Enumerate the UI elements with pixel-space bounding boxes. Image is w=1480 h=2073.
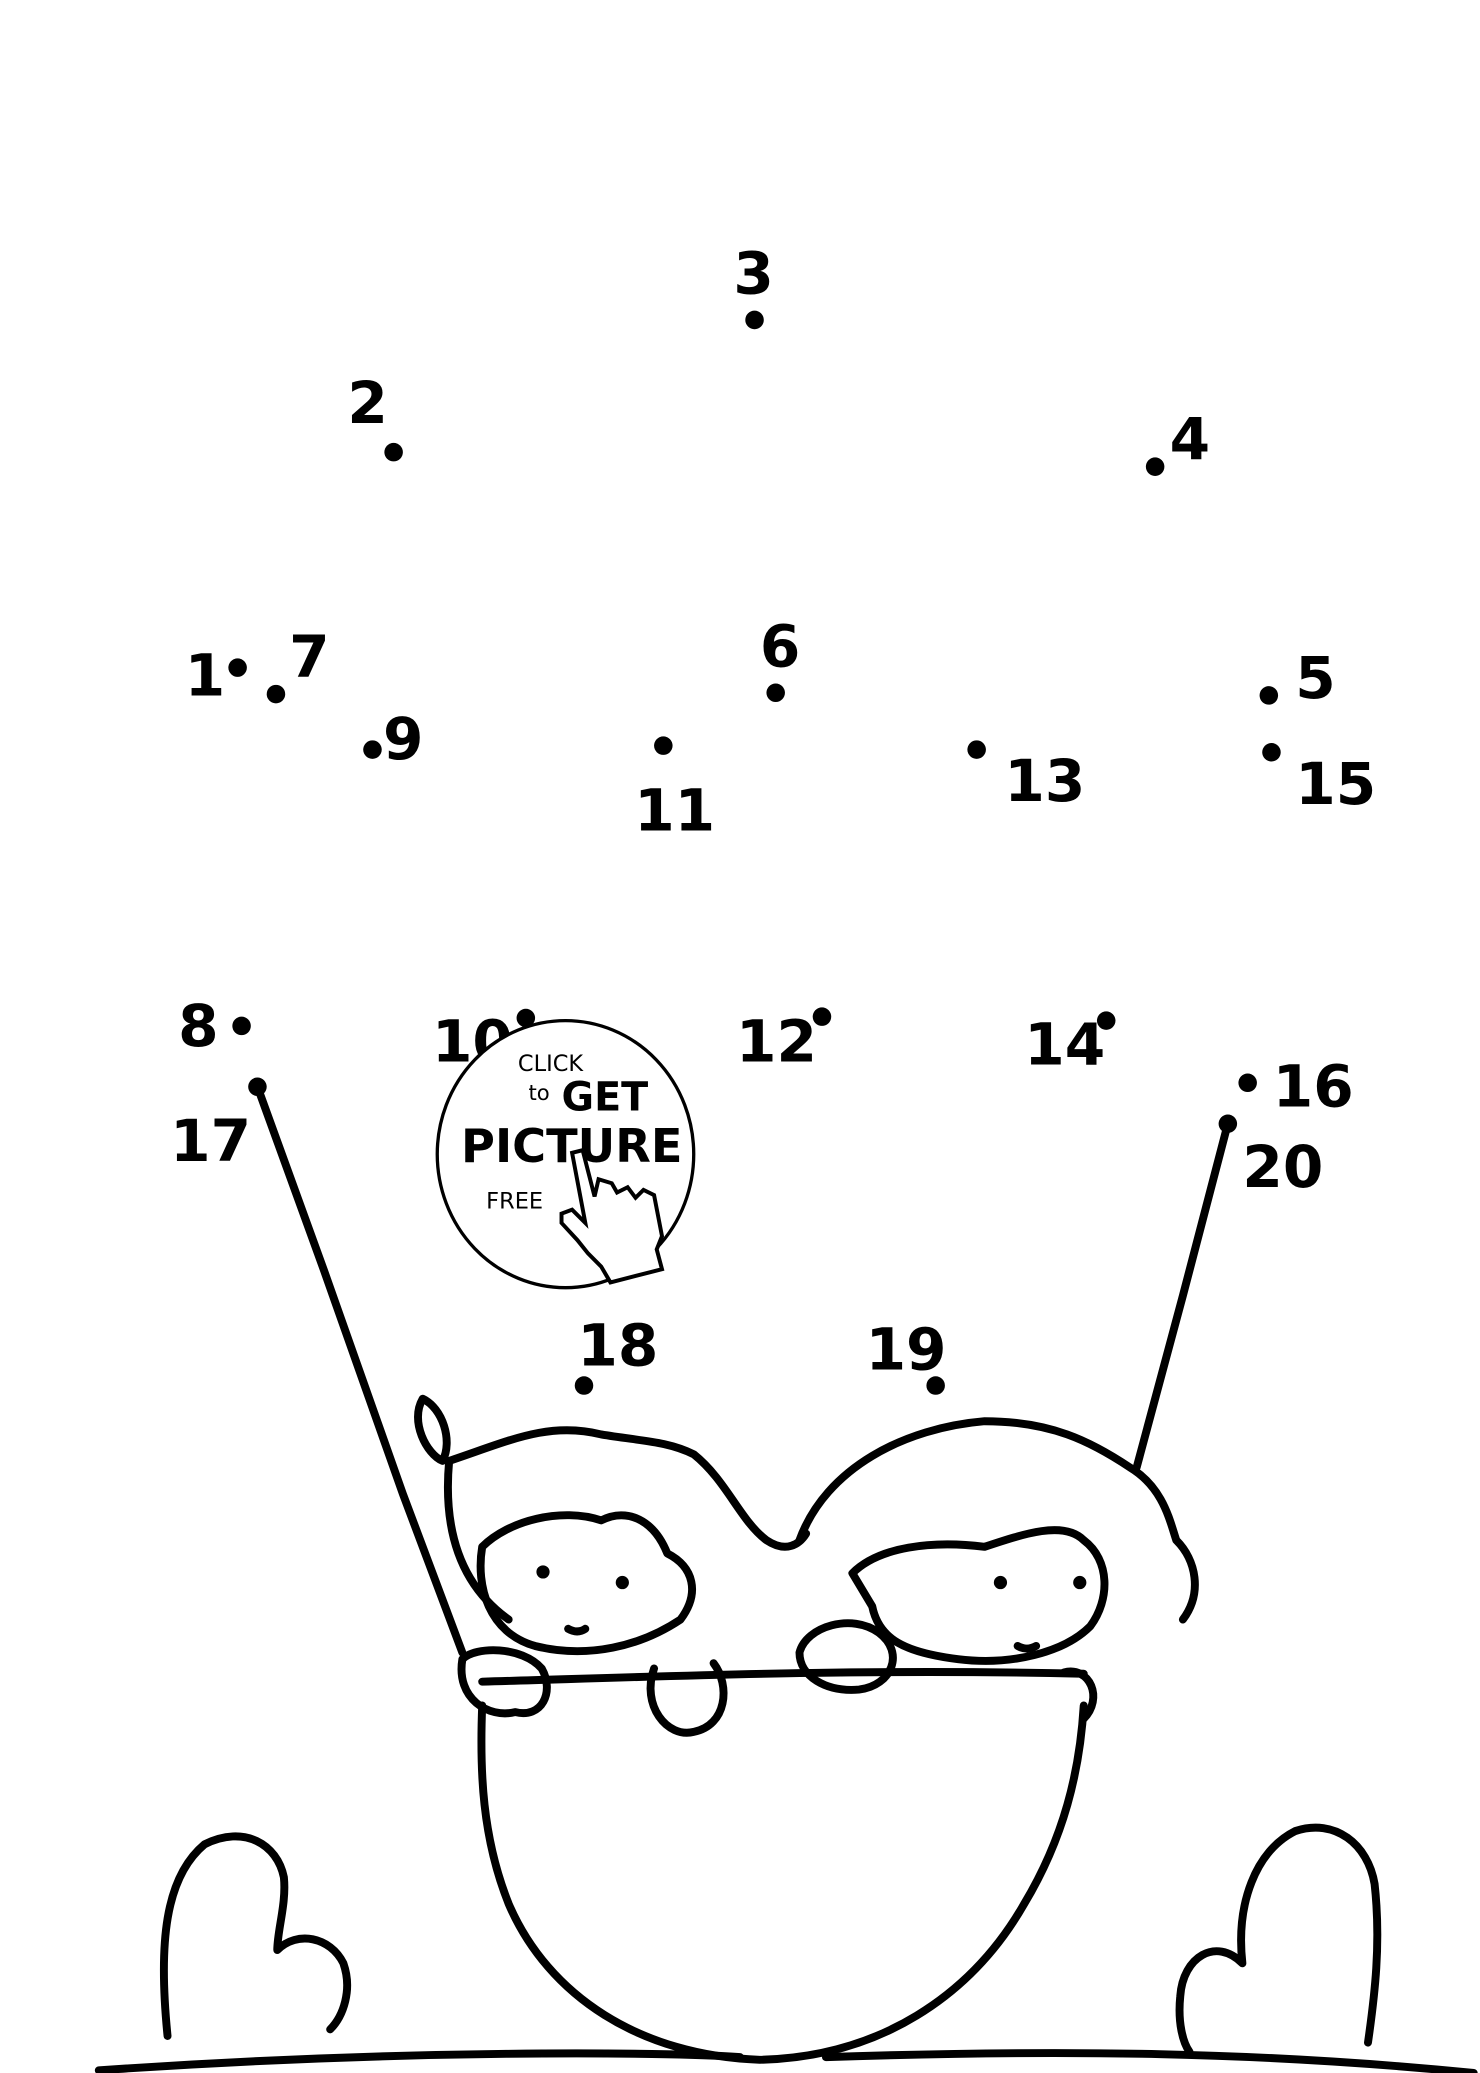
dot-label-19: 19	[866, 1316, 947, 1384]
badge-to-text: to	[528, 1080, 549, 1105]
right-rope	[1132, 1119, 1232, 1472]
dot-9	[363, 740, 382, 759]
left-child-hand-2	[646, 1659, 728, 1737]
pointing-hand-cursor-icon	[559, 1147, 665, 1285]
dot-label-14: 14	[1024, 1010, 1105, 1078]
dot-label-4: 4	[1170, 405, 1210, 473]
dots-layer: 1 2 3 4 5 6 7 8 9 10 11 12 13 14 15 16 1…	[170, 239, 1376, 1395]
left-rope	[253, 1082, 467, 1657]
dot-label-6: 6	[760, 612, 800, 680]
dot-5	[1259, 686, 1279, 705]
dot-12	[812, 1007, 832, 1026]
dot-label-7: 7	[289, 623, 329, 691]
right-child-hair	[795, 1417, 1199, 1624]
dot-16	[1238, 1073, 1257, 1093]
dot-label-15: 15	[1295, 750, 1376, 818]
dot-label-5: 5	[1295, 644, 1335, 712]
dot-label-18: 18	[577, 1312, 658, 1380]
dot-label-20: 20	[1242, 1133, 1323, 1201]
dot-label-8: 8	[178, 992, 218, 1060]
left-bush	[159, 1832, 351, 2040]
balloon-basket-drawing	[94, 1082, 1478, 2073]
left-child-eye	[536, 1565, 550, 1579]
dot-label-3: 3	[733, 239, 773, 307]
dot-8	[232, 1016, 251, 1036]
dot-label-9: 9	[383, 705, 423, 773]
dot-15	[1262, 743, 1281, 762]
dot-18	[574, 1376, 594, 1395]
left-child-bow	[414, 1394, 451, 1465]
left-child-mouth	[564, 1624, 590, 1636]
dot-13	[967, 740, 986, 759]
badge-get-text: GET	[562, 1075, 649, 1121]
right-child-eye	[1073, 1575, 1087, 1590]
dot-10	[516, 1008, 536, 1028]
dot-label-17: 17	[170, 1107, 251, 1175]
right-bush	[1175, 1823, 1382, 2056]
dot-6	[766, 683, 785, 703]
dot-label-1: 1	[185, 641, 225, 709]
basket	[477, 1701, 1088, 2064]
badge-free-text: FREE	[486, 1188, 543, 1214]
dot-1	[228, 658, 247, 677]
right-child-eye	[993, 1575, 1008, 1590]
ground	[94, 2049, 1478, 2073]
dot-2	[384, 442, 403, 462]
dot-label-12: 12	[736, 1008, 817, 1076]
dot-4	[1145, 457, 1165, 476]
dot-label-13: 13	[1004, 747, 1085, 815]
dot-label-2: 2	[347, 369, 387, 437]
right-child-hand-2	[1059, 1667, 1098, 1723]
dot-7	[266, 684, 286, 704]
left-child-face	[476, 1511, 696, 1656]
dot-label-11: 11	[634, 776, 715, 844]
badge-picture-text: PICTURE	[461, 1119, 682, 1173]
badge-click-text: CLICK	[518, 1051, 585, 1077]
dot-3	[745, 310, 764, 330]
click-to-get-picture-badge[interactable]: CLICK to GET PICTURE FREE	[435, 1018, 696, 1290]
dot-14	[1096, 1011, 1116, 1030]
dot-label-16: 16	[1273, 1053, 1354, 1121]
left-child-hair	[443, 1426, 811, 1624]
left-child-hand	[457, 1646, 551, 1718]
right-child-face	[848, 1526, 1109, 1665]
basket-rim	[478, 1668, 1088, 1686]
left-child-eye	[615, 1575, 629, 1590]
right-child-mouth	[1013, 1642, 1041, 1653]
dot-11	[654, 736, 673, 755]
right-child-hand	[795, 1619, 897, 1694]
dot-19	[926, 1376, 945, 1395]
